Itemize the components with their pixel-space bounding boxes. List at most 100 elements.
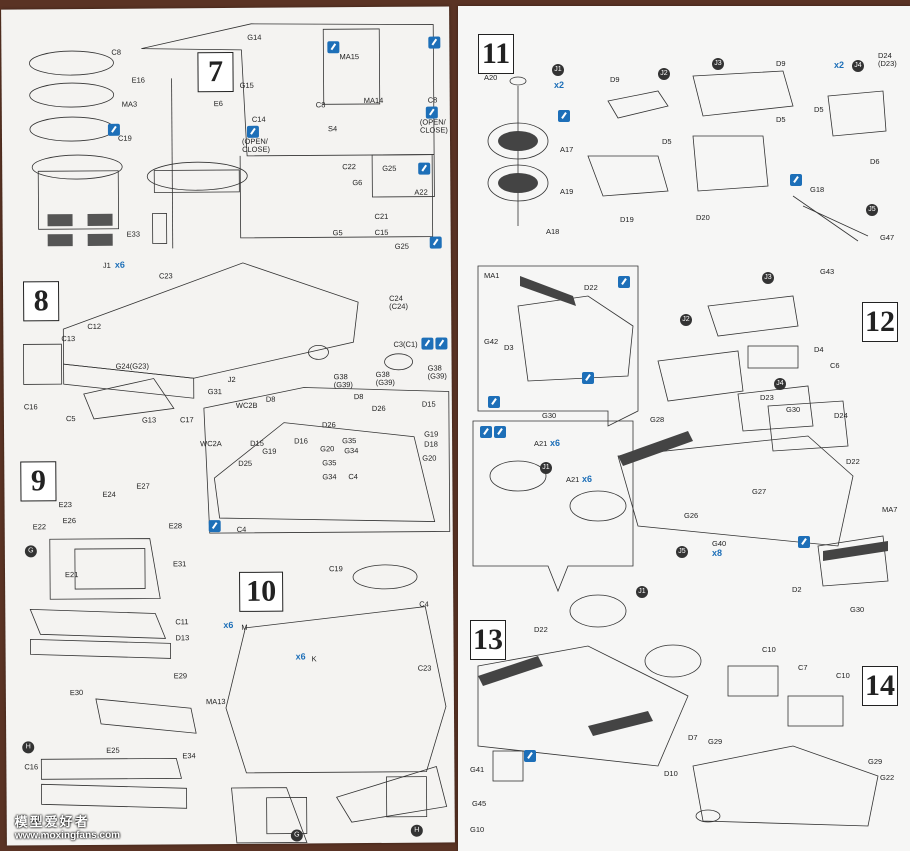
- paint-icon: [480, 426, 492, 438]
- part-label: C19: [328, 564, 343, 574]
- part-label: MA1: [484, 271, 500, 280]
- part-label: G41: [470, 765, 485, 774]
- part-label: G10: [470, 825, 485, 834]
- step-14-number: 14: [862, 666, 898, 706]
- part-label: G15: [239, 80, 254, 90]
- part-label: E22: [32, 522, 47, 532]
- left-page-drawings: [23, 23, 451, 844]
- part-label: M: [241, 622, 248, 632]
- part-label: C16: [24, 762, 39, 772]
- part-label: G34: [322, 472, 337, 482]
- part-label: G47: [880, 233, 895, 242]
- part-label: MA15: [339, 52, 360, 62]
- part-label: G14: [247, 32, 262, 42]
- part-label: A21: [534, 439, 548, 448]
- paint-icon: [418, 162, 431, 175]
- part-circle-ref: J4: [774, 378, 786, 390]
- part-label: D8: [265, 394, 276, 404]
- part-label: C12: [87, 321, 102, 331]
- quantity-badge: x2: [554, 80, 565, 90]
- part-label: D22: [584, 283, 598, 292]
- part-label: G19: [424, 429, 439, 439]
- part-label: A22: [414, 187, 428, 197]
- part-label: MA13: [205, 697, 226, 707]
- part-label: D18: [424, 439, 438, 449]
- part-label: G6: [352, 178, 363, 188]
- part-label: G28: [650, 415, 665, 424]
- part-label: C10: [836, 671, 850, 680]
- part-label: G31: [207, 387, 222, 397]
- right-page-drawings: [472, 70, 889, 827]
- part-circle-ref: G: [290, 829, 303, 842]
- watermark-url: www.moxingfans.com: [14, 829, 121, 842]
- part-label: C22: [342, 162, 356, 172]
- part-circle-ref: J2: [680, 314, 692, 326]
- step-7-number: 7: [197, 51, 234, 93]
- part-label: D9: [776, 59, 786, 68]
- part-label: E24: [102, 489, 116, 499]
- part-label: G29: [868, 757, 883, 766]
- part-label: E29: [173, 671, 188, 681]
- part-label: D25: [238, 458, 253, 468]
- part-label: E16: [131, 75, 145, 85]
- part-label: (OPEN/ CLOSE): [241, 136, 271, 154]
- part-label: D16: [294, 436, 308, 446]
- part-label: E23: [58, 500, 72, 510]
- part-circle-ref: J3: [712, 58, 724, 70]
- part-label: J1: [102, 260, 111, 270]
- part-label: C8: [427, 95, 438, 105]
- part-label: A20: [484, 73, 498, 82]
- part-label: D24 (D23): [878, 51, 897, 68]
- part-circle-ref: J1: [552, 64, 564, 76]
- part-label: C23: [417, 663, 432, 673]
- paint-icon: [421, 337, 434, 350]
- part-label: D15: [421, 399, 436, 409]
- part-label: G30: [542, 411, 557, 420]
- part-label: G38 (G39): [333, 372, 353, 390]
- paint-icon: [488, 396, 500, 408]
- quantity-badge: x6: [114, 259, 125, 270]
- paint-icon: [618, 276, 630, 288]
- watermark: 模型爱好者 www.moxingfans.com: [15, 811, 120, 842]
- paint-icon: [524, 750, 536, 762]
- part-label: D13: [175, 633, 190, 643]
- part-label: C4: [236, 524, 247, 534]
- step-12-number: 12: [862, 302, 898, 342]
- quantity-badge: x8: [712, 548, 723, 558]
- part-label: G19: [262, 446, 277, 456]
- part-label: K: [311, 654, 317, 664]
- part-label: G24(G23): [115, 361, 149, 371]
- part-circle-ref: J1: [636, 586, 648, 598]
- part-label: G35: [322, 458, 337, 468]
- paint-icon: [428, 36, 441, 49]
- part-label: E26: [62, 516, 77, 526]
- part-label: WC2A: [200, 439, 222, 449]
- part-label: G43: [820, 267, 835, 276]
- part-label: C19: [117, 133, 132, 143]
- part-label: D23: [760, 393, 774, 402]
- part-label: D24: [834, 411, 848, 420]
- part-label: G25: [394, 241, 409, 251]
- part-label: G22: [880, 773, 895, 782]
- part-label: D2: [792, 585, 802, 594]
- part-label: D19: [620, 215, 634, 224]
- part-label: (OPEN/ CLOSE): [419, 117, 448, 135]
- part-label: A19: [560, 187, 574, 196]
- step-8-number: 8: [22, 281, 60, 322]
- paint-icon: [107, 123, 120, 136]
- paint-icon: [327, 41, 340, 54]
- part-label: G26: [684, 511, 699, 520]
- part-label: G34: [344, 446, 359, 456]
- part-label: D5: [814, 105, 824, 114]
- part-label: C21: [374, 211, 389, 221]
- part-label: E21: [65, 570, 79, 580]
- part-label: D6: [870, 157, 880, 166]
- part-label: A17: [560, 145, 574, 154]
- part-label: E28: [168, 521, 183, 531]
- part-label: C10: [762, 645, 776, 654]
- step-13-number: 13: [470, 620, 506, 660]
- part-label: D10: [664, 769, 678, 778]
- part-label: C23: [158, 271, 173, 281]
- part-label: C7: [798, 663, 808, 672]
- part-label: S4: [327, 124, 338, 134]
